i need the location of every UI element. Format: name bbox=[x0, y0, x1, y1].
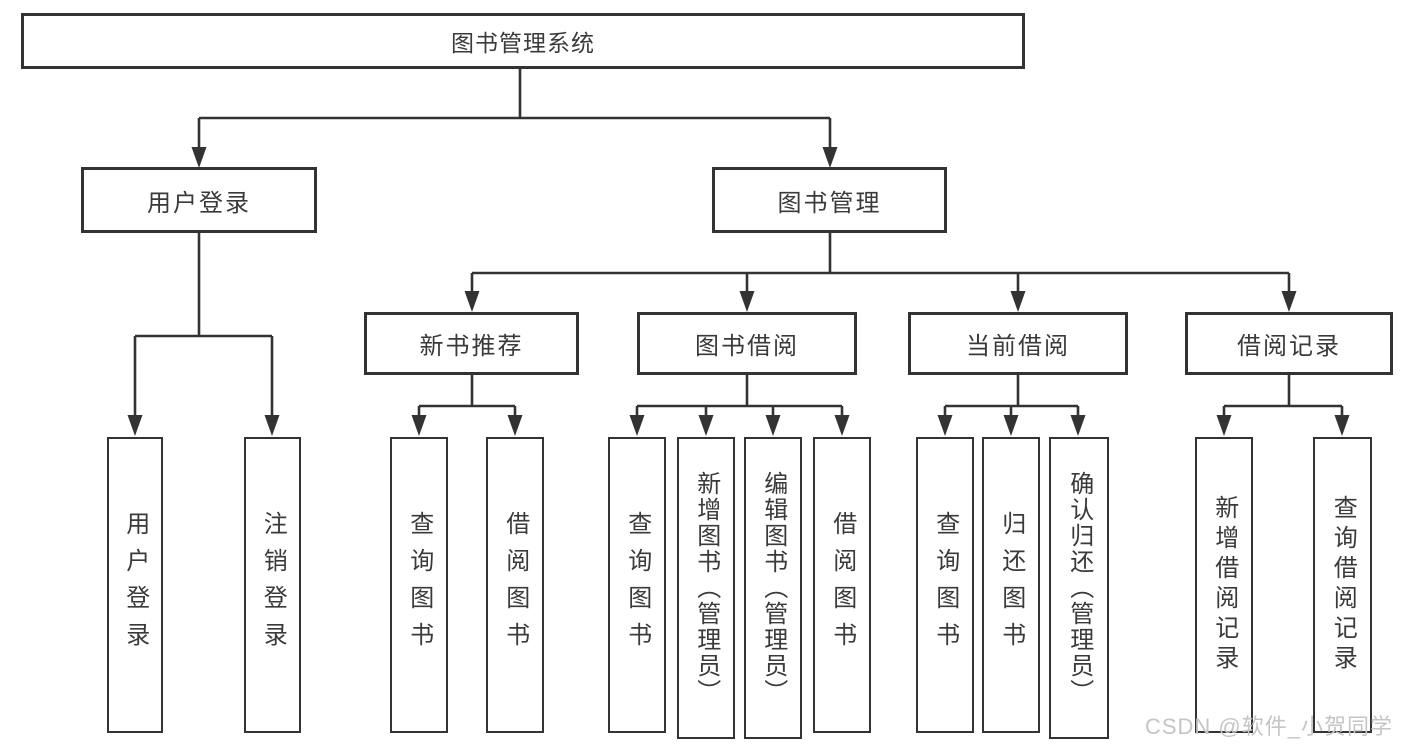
arrow-down-icon bbox=[822, 147, 838, 168]
node-book-management: 图书管理 bbox=[712, 167, 947, 233]
leaf-logout-login-label: 注销登录 bbox=[259, 511, 287, 659]
node-book-borrow: 图书借阅 bbox=[637, 312, 857, 375]
node-borrow-records-label: 借阅记录 bbox=[1237, 333, 1341, 360]
arrow-down-icon bbox=[765, 415, 781, 436]
arrow-down-icon bbox=[191, 147, 207, 168]
leaf-edit-books-admin: 编辑图书（管理员） bbox=[744, 437, 802, 739]
leaf-borrow-borrow-books-label: 借阅图书 bbox=[828, 511, 856, 659]
node-borrow-records: 借阅记录 bbox=[1185, 312, 1393, 375]
leaf-confirm-return-admin: 确认归还（管理员） bbox=[1049, 437, 1109, 739]
leaf-user-login-label: 用户登录 bbox=[121, 511, 149, 659]
arrow-down-icon bbox=[739, 291, 755, 312]
node-book-borrow-label: 图书借阅 bbox=[695, 333, 799, 360]
leaf-add-borrow-record-label: 新增借阅记录 bbox=[1210, 495, 1238, 675]
arrow-down-icon bbox=[507, 415, 523, 436]
arrow-down-icon bbox=[1281, 291, 1297, 312]
leaf-recommend-query-books: 查询图书 bbox=[390, 437, 448, 733]
leaf-add-borrow-record: 新增借阅记录 bbox=[1195, 437, 1253, 733]
leaf-add-books-admin: 新增图书（管理员） bbox=[677, 437, 735, 739]
arrow-down-icon bbox=[1070, 415, 1086, 436]
leaf-recommend-query-books-label: 查询图书 bbox=[405, 511, 433, 659]
leaf-recommend-borrow-books-label: 借阅图书 bbox=[501, 511, 529, 659]
leaf-borrow-query-books-label: 查询图书 bbox=[623, 511, 651, 659]
arrow-down-icon bbox=[411, 415, 427, 436]
leaf-borrow-query-books: 查询图书 bbox=[608, 437, 666, 733]
arrow-down-icon bbox=[1003, 415, 1019, 436]
leaf-current-query-books-label: 查询图书 bbox=[931, 511, 959, 659]
leaf-query-borrow-record: 查询借阅记录 bbox=[1313, 437, 1372, 733]
arrow-down-icon bbox=[937, 415, 953, 436]
arrow-down-icon bbox=[1010, 291, 1026, 312]
arrow-down-icon bbox=[127, 415, 143, 436]
node-new-book-recommend: 新书推荐 bbox=[364, 312, 579, 375]
leaf-recommend-borrow-books: 借阅图书 bbox=[486, 437, 544, 733]
leaf-add-books-admin-label: 新增图书（管理员） bbox=[692, 471, 720, 705]
leaf-query-borrow-record-label: 查询借阅记录 bbox=[1329, 495, 1357, 675]
arrow-down-icon bbox=[1216, 415, 1232, 436]
leaf-return-books: 归还图书 bbox=[982, 437, 1040, 733]
arrow-down-icon bbox=[698, 415, 714, 436]
node-root-label: 图书管理系统 bbox=[451, 30, 595, 56]
arrow-down-icon bbox=[264, 415, 280, 436]
leaf-user-login: 用户登录 bbox=[107, 437, 163, 733]
node-current-borrow: 当前借阅 bbox=[908, 312, 1128, 375]
node-current-borrow-label: 当前借阅 bbox=[966, 333, 1070, 360]
leaf-edit-books-admin-label: 编辑图书（管理员） bbox=[759, 471, 787, 705]
node-user-login-label: 用户登录 bbox=[147, 189, 251, 217]
arrow-down-icon bbox=[1334, 415, 1350, 436]
leaf-return-books-label: 归还图书 bbox=[997, 511, 1025, 659]
leaf-logout-login: 注销登录 bbox=[244, 437, 301, 733]
arrow-down-icon bbox=[464, 291, 480, 312]
leaf-confirm-return-admin-label: 确认归还（管理员） bbox=[1065, 471, 1093, 705]
node-new-book-recommend-label: 新书推荐 bbox=[419, 333, 524, 360]
arrow-down-icon bbox=[629, 415, 645, 436]
arrow-down-icon bbox=[834, 415, 850, 436]
leaf-current-query-books: 查询图书 bbox=[916, 437, 974, 733]
node-root: 图书管理系统 bbox=[21, 13, 1025, 69]
node-user-login: 用户登录 bbox=[81, 167, 317, 233]
leaf-borrow-borrow-books: 借阅图书 bbox=[813, 437, 871, 733]
node-book-management-label: 图书管理 bbox=[777, 189, 882, 217]
